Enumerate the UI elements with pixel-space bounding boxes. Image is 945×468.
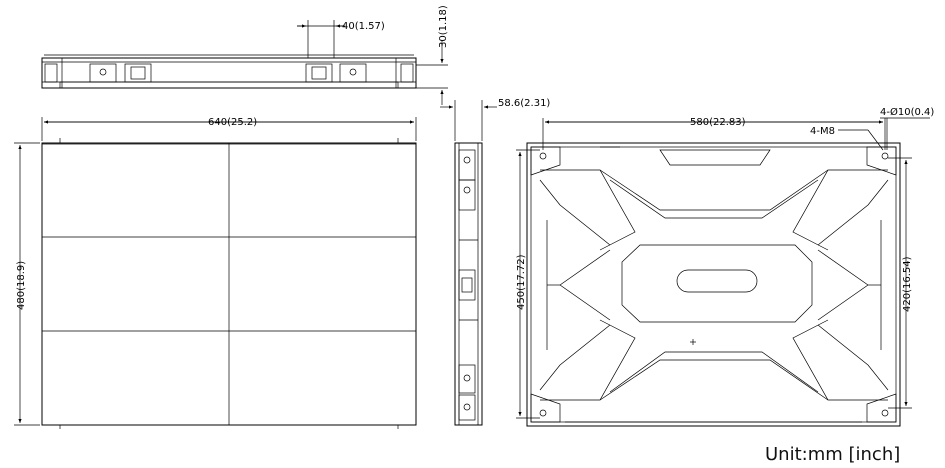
- dim-rear-hole-spacing-y: 450(17.72): [516, 254, 527, 310]
- front-view: 640(25.2) 480(18.9): [14, 117, 417, 429]
- dim-top-height: 30(1.18): [438, 5, 449, 48]
- dim-rear-hole-spacing-x: 580(22.83): [690, 117, 746, 128]
- label-hole-diameter: 4-Ø10(0.4): [880, 106, 934, 118]
- side-view: 58.6(2.31): [440, 98, 550, 426]
- top-view: 40(1.57) 30(1.18): [41, 5, 449, 105]
- unit-label: Unit:mm [inch]: [765, 444, 900, 465]
- dim-rear-hole-spacing-y2: 420(16.54): [902, 256, 913, 312]
- dim-top-depth-offset: 40(1.57): [342, 21, 385, 32]
- rear-view: 580(22.83) 450(17.72) 420(16.54) 4-M8 4-…: [516, 106, 934, 427]
- dim-front-width: 640(25.2): [208, 117, 257, 128]
- label-thread: 4-M8: [810, 126, 835, 137]
- dim-side-depth: 58.6(2.31): [498, 98, 550, 109]
- dim-front-height: 480(18.9): [16, 261, 27, 310]
